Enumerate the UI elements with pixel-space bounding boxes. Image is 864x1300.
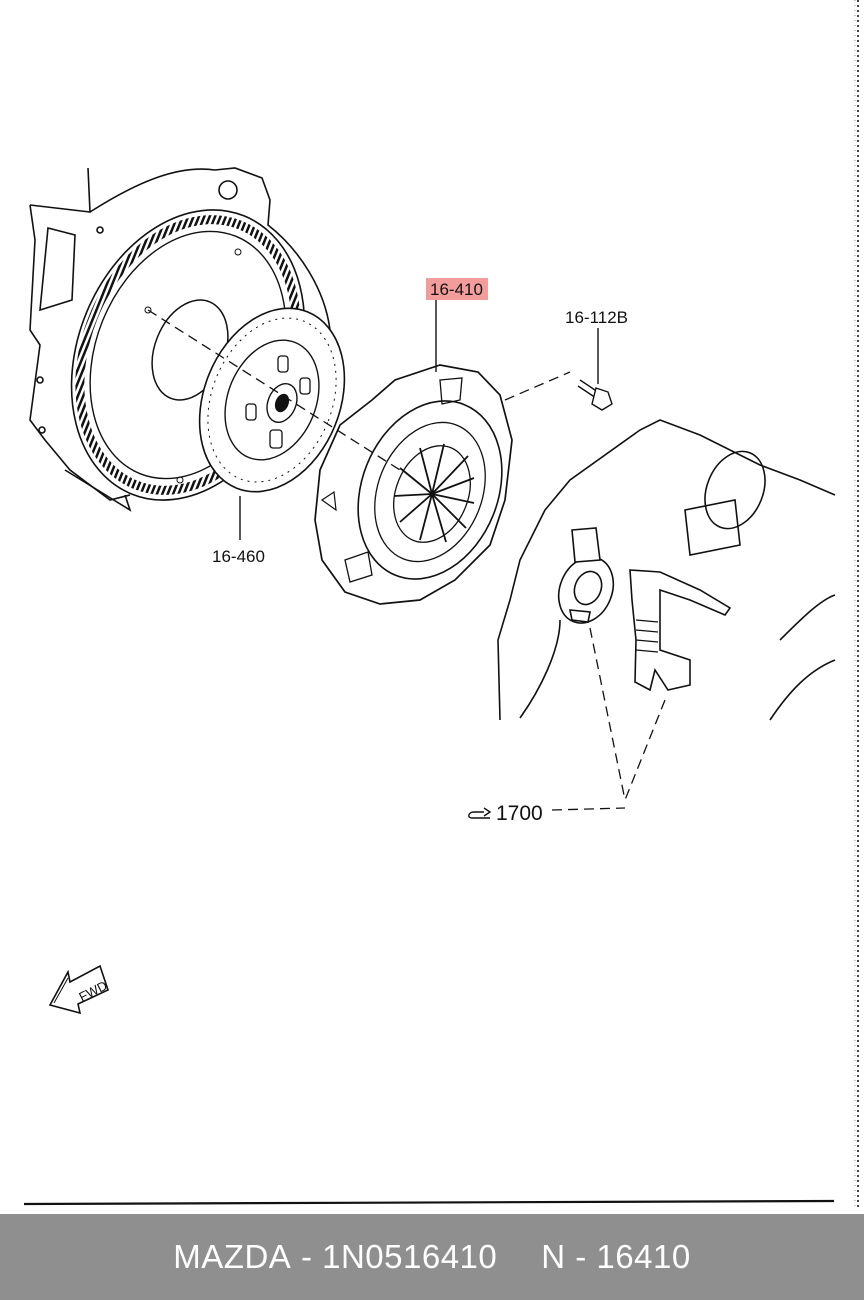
bottom-rule [23,1199,835,1206]
fwd-arrow-icon [48,964,109,1015]
callout-release-group[interactable]: 1700 [496,802,543,825]
engine-housing [29,167,331,512]
callout-pressure-plate[interactable]: 16-410 [430,280,483,299]
callout-highlight [426,278,488,300]
transmission-housing [497,419,836,721]
footer-bar: MAZDA - 1N0516410 N - 16410 [0,1214,864,1300]
release-fork [629,569,732,692]
footer-separator: - [291,1238,323,1275]
release-bearing [557,527,615,624]
clutch-disc [198,307,346,493]
footer-group-code: N - 16410 [541,1238,691,1275]
assembly-lines [147,309,666,811]
bolt [577,379,613,411]
footer-part-number: 1N0516410 [322,1238,498,1275]
footer-brand: MAZDA [173,1238,292,1275]
pressure-plate [314,364,513,605]
callout-clutch-disc[interactable]: 16-460 [212,547,265,566]
leader-lines [239,300,599,540]
hook-arrow-icon [468,807,492,819]
callout-bolt[interactable]: 16-112B [565,308,628,327]
clutch-exploded-diagram: 16-410 16-112B 16-460 1700 FWD [23,167,836,1206]
scan-edge [854,0,859,1210]
